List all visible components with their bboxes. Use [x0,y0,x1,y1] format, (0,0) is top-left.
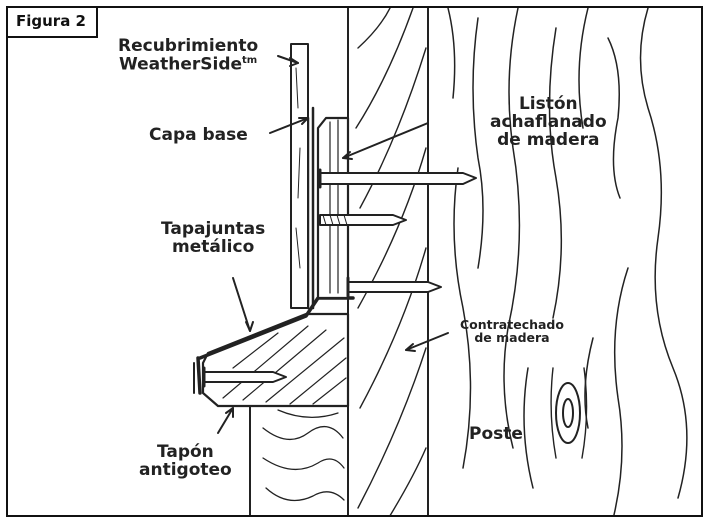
label-tapajuntas: Tapajuntas metálico [161,219,266,257]
label-recubrimiento-line1: Recubrimiento [118,36,259,56]
figure-frame: Figura 2 Recubrimiento WeatherSidetm Cap… [6,6,703,517]
label-capa-base: Capa base [149,125,248,145]
label-tapajuntas-line2: metálico [172,236,255,257]
label-tapon: Tapón antigoteo [139,442,232,480]
label-liston: Listón achaflanado de madera [490,94,607,150]
label-recubrimiento: Recubrimiento WeatherSidetm [118,36,259,75]
label-contratechado-line1: Contratechado [460,317,564,332]
construction-detail-drawing [193,8,688,515]
label-recubrimiento-line2: WeatherSidetm [118,54,258,75]
nails [202,168,477,388]
siding-panel [290,43,309,309]
label-contratechado-line2: de madera [474,330,550,346]
bevel-strip [316,116,350,300]
label-tapon-line2: antigoteo [139,459,232,480]
sheathing-board [347,8,429,515]
label-weatherside: WeatherSide [118,54,243,75]
label-tapon-line1: Tapón [156,442,214,462]
lower-framing-grain [262,409,345,502]
post-grain [447,8,688,515]
sill-grain [222,325,347,405]
label-tapajuntas-line1: Tapajuntas [161,219,266,239]
label-poste: Poste [469,424,523,444]
label-contratechado: Contratechado de madera [460,318,564,344]
figure-title: Figura 2 [8,8,98,38]
label-liston-line3: de madera [497,129,600,150]
label-liston-line1: Listón [518,94,578,114]
label-liston-line2: achaflanado [490,111,607,132]
sheathing-grain [355,8,427,515]
label-trademark: tm [242,54,258,66]
leader-arrows [217,55,449,434]
